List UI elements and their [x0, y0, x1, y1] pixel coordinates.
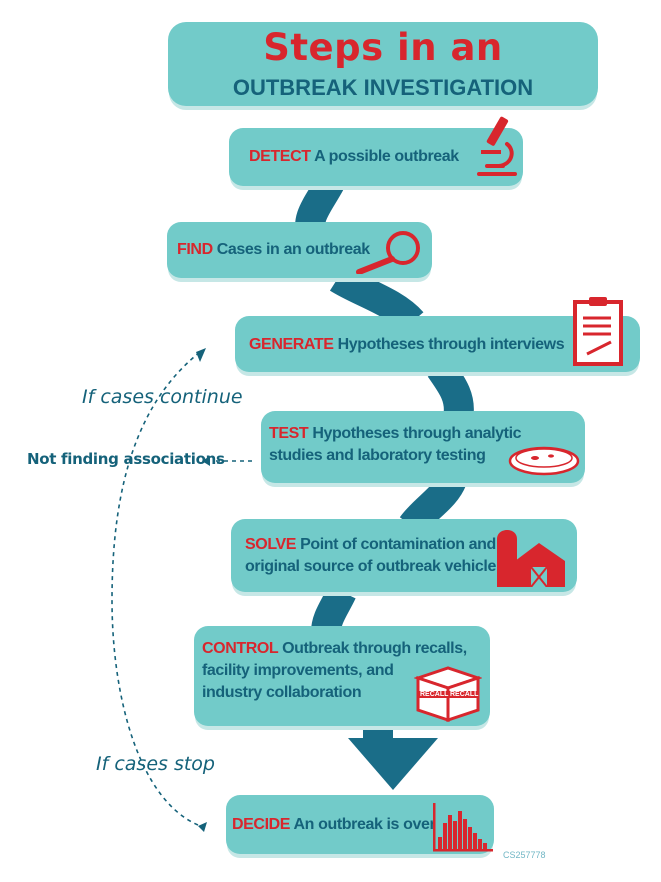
label-not-finding-associations: Not finding associations	[27, 450, 225, 468]
recall-box-icon: RECALL RECALL	[414, 664, 482, 722]
step-description: Cases in an outbreak	[216, 241, 370, 258]
recall-label-left: RECALL	[419, 691, 450, 698]
step-keyword: CONTROL	[202, 640, 279, 657]
feedback-loop-arrow	[111, 351, 201, 826]
step-description: Hypotheses through analytic	[312, 425, 522, 442]
step-description: Outbreak through recalls,	[282, 640, 467, 657]
step-solve-text: SOLVE Point of contamination and origina…	[245, 534, 496, 578]
loop-arrowhead-top-icon	[196, 348, 206, 362]
step-description-line-2: facility improvements, and	[202, 662, 394, 679]
clipboard-icon	[573, 297, 623, 366]
step-description-line-3: industry collaboration	[202, 684, 362, 701]
step-description-line-2: studies and laboratory testing	[269, 447, 486, 464]
step-control: CONTROL Outbreak through recalls, facili…	[194, 626, 490, 726]
epi-curve-icon	[433, 803, 493, 852]
step-detect: DETECT A possible outbreak	[229, 116, 523, 186]
step-keyword: SOLVE	[245, 536, 297, 553]
title-line-2: OUTBREAK INVESTIGATION	[232, 75, 534, 100]
step-description: Point of contamination and	[300, 536, 496, 553]
step-keyword: GENERATE	[249, 336, 334, 353]
step-control-text: CONTROL Outbreak through recalls, facili…	[202, 638, 467, 704]
recall-label-right: RECALL	[449, 691, 480, 698]
microscope-icon	[477, 116, 517, 176]
step-decide-text: DECIDE An outbreak is over	[232, 814, 436, 836]
step-generate: GENERATE Hypotheses through interviews	[235, 297, 640, 372]
document-code: CS257778	[503, 850, 546, 860]
step-description: An outbreak is over	[293, 816, 436, 833]
step-find-text: FIND Cases in an outbreak	[177, 239, 370, 261]
step-find: FIND Cases in an outbreak	[167, 222, 432, 278]
step-keyword: FIND	[177, 241, 213, 258]
label-if-cases-continue: If cases continue	[82, 386, 243, 408]
step-description: A possible outbreak	[314, 148, 459, 165]
title-banner: Steps in an OUTBREAK INVESTIGATION	[168, 22, 598, 106]
step-detect-text: DETECT A possible outbreak	[249, 146, 459, 168]
step-keyword: DECIDE	[232, 816, 291, 833]
step-keyword: TEST	[269, 425, 309, 442]
step-test: TEST Hypotheses through analytic studies…	[261, 411, 585, 483]
label-if-cases-stop: If cases stop	[96, 753, 215, 775]
loop-arrowhead-bottom-icon	[198, 822, 207, 832]
farm-barn-icon	[497, 530, 565, 587]
step-test-text: TEST Hypotheses through analytic studies…	[269, 423, 522, 467]
step-description: Hypotheses through interviews	[337, 336, 565, 353]
step-generate-text: GENERATE Hypotheses through interviews	[249, 334, 565, 356]
magnifying-glass-icon	[356, 231, 420, 274]
step-decide: DECIDE An outbreak is over	[226, 795, 494, 854]
step-keyword: DETECT	[249, 148, 311, 165]
step-description-line-2: original source of outbreak vehicle	[245, 558, 496, 575]
title-line-1: Steps in an	[263, 26, 503, 69]
step-solve: SOLVE Point of contamination and origina…	[231, 519, 577, 592]
petri-dish-icon	[508, 446, 580, 476]
arrow-down-icon	[348, 738, 438, 790]
not-finding-arrowhead-icon	[202, 456, 210, 466]
